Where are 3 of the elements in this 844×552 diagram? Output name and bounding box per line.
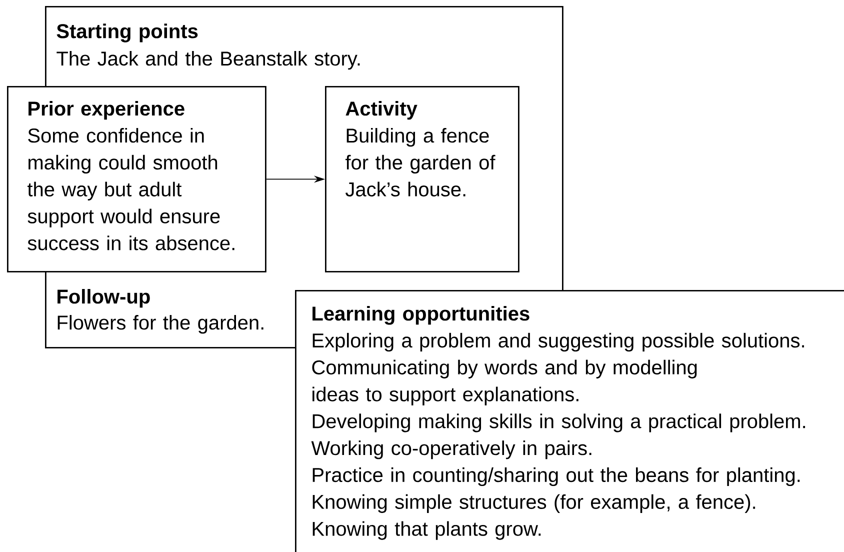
section-box: Learning opportunities Exploring a problem and suggesting possible solutions. Communicating by words and by modelling ideas to support explanations. Developing making skills in solving a practical problem. Working co-operatively in pairs. Practice in counting/sharing out the beans for planting. Knowing simple structures (for example, a fence). Knowing that plants grow. (295, 290, 844, 552)
section-box: Prior experience Some confidence in making could smooth the way but adult support would ensure success in its absence. (7, 86, 266, 272)
section-box: Activity Building a fence for the garden of Jack’s house. (325, 86, 520, 272)
